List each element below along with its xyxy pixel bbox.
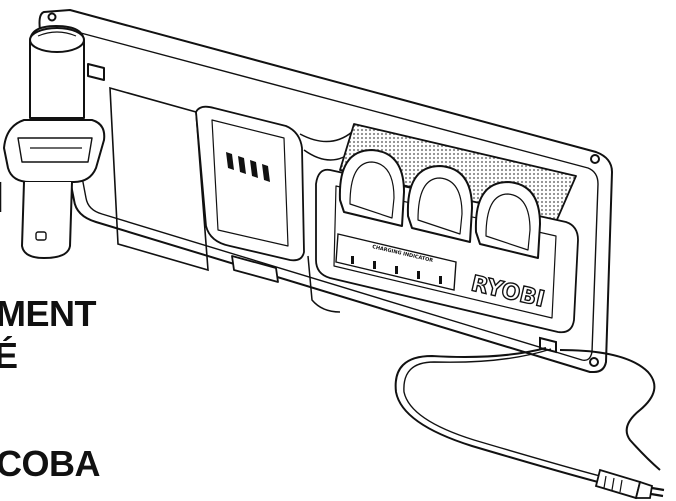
heading-fragment-coba: COBA	[0, 443, 101, 484]
indicator-led-1	[351, 256, 354, 264]
left-panel	[109, 86, 209, 272]
indicator-led-2	[373, 261, 376, 269]
battery-slots	[338, 149, 541, 259]
heading-fragment-e: É	[0, 335, 18, 376]
power-plug-icon	[594, 468, 665, 500]
power-cord	[394, 336, 661, 483]
indicator-led-3	[395, 266, 398, 274]
indicator-led-4	[417, 271, 420, 279]
battery-slot-icon	[338, 149, 405, 227]
indicator-leds	[351, 256, 442, 284]
indicator-led-5	[439, 276, 442, 284]
heading-fragment-ment: MENT	[0, 293, 97, 334]
battery-slot-icon	[474, 181, 541, 259]
battery-slot-icon	[406, 165, 473, 243]
tool-holder-clip	[195, 105, 305, 283]
vacuum-tube-icon	[3, 25, 106, 259]
